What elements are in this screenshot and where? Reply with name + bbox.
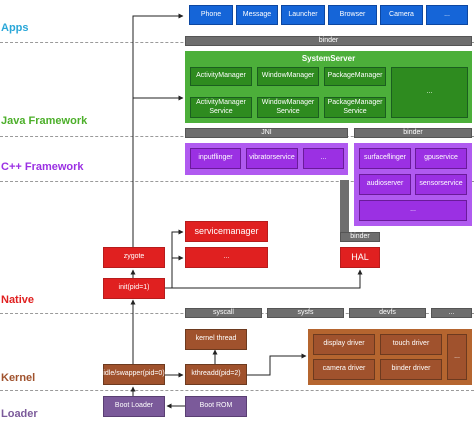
inputflinger: inputflinger bbox=[190, 148, 241, 169]
native-more: ... bbox=[185, 247, 268, 268]
sysfs-bar: sysfs bbox=[267, 308, 344, 318]
audioserver: audioserver bbox=[359, 174, 411, 195]
init: init(pid=1) bbox=[103, 278, 165, 299]
layer-divider bbox=[0, 390, 474, 391]
layer-divider bbox=[0, 181, 474, 182]
app-browser: Browser bbox=[328, 5, 377, 25]
app-message: Message bbox=[236, 5, 278, 25]
app-camera: Camera bbox=[380, 5, 423, 25]
activitymanager-service: ActivityManager Service bbox=[190, 97, 252, 118]
windowmanager-service: WindowManager Service bbox=[257, 97, 319, 118]
layer-label-native: Native bbox=[1, 294, 35, 306]
cpp-left-more: ... bbox=[303, 148, 344, 169]
syscall-bar: syscall bbox=[185, 308, 262, 318]
layer-label-cpp-framework: C++ Framework bbox=[1, 161, 84, 173]
windowmanager: WindowManager bbox=[257, 67, 319, 86]
camera-driver: camera driver bbox=[313, 359, 375, 380]
syscall-more-bar: ... bbox=[431, 308, 472, 318]
servicemanager: servicemanager bbox=[185, 221, 268, 242]
binder-hal-bar: binder bbox=[340, 232, 380, 242]
layer-label-loader: Loader bbox=[1, 408, 38, 420]
gpuservice: gpuservice bbox=[415, 148, 467, 169]
binder-hal-connector bbox=[340, 180, 349, 232]
app-phone: Phone bbox=[189, 5, 233, 25]
app-launcher: Launcher bbox=[281, 5, 325, 25]
idle-swapper: idle/swapper(pid=0) bbox=[103, 364, 165, 385]
boot-loader: Boot Loader bbox=[103, 396, 165, 417]
sensorservice: sensorservice bbox=[415, 174, 467, 195]
touch-driver: touch driver bbox=[380, 334, 442, 355]
kthreadd: kthreadd(pid=2) bbox=[185, 364, 247, 385]
layer-label-kernel: Kernel bbox=[1, 372, 36, 384]
packagemanager: PackageManager bbox=[324, 67, 386, 86]
jni-bar: JNI bbox=[185, 128, 348, 138]
drivers-more: ... bbox=[447, 334, 467, 380]
systemserver-more: ... bbox=[391, 67, 468, 118]
layer-label-apps: Apps bbox=[1, 22, 29, 34]
cpp-right-more: ... bbox=[359, 200, 467, 221]
vibratorservice: vibratorservice bbox=[246, 148, 298, 169]
zygote: zygote bbox=[103, 247, 165, 268]
binder-bar-top: binder bbox=[185, 36, 472, 46]
systemserver-title: SystemServer bbox=[301, 54, 356, 64]
app-more: ... bbox=[426, 5, 468, 25]
display-driver: display driver bbox=[313, 334, 375, 355]
binder-bar-right: binder bbox=[354, 128, 472, 138]
binder-driver: binder driver bbox=[380, 359, 442, 380]
surfaceflinger: surfaceflinger bbox=[359, 148, 411, 169]
kernel-thread: kernel thread bbox=[185, 329, 247, 350]
layer-label-java-framework: Java Framework bbox=[1, 115, 88, 127]
boot-rom: Boot ROM bbox=[185, 396, 247, 417]
devfs-bar: devfs bbox=[349, 308, 426, 318]
packagemanager-service: PackageManager Service bbox=[324, 97, 386, 118]
activitymanager: ActivityManager bbox=[190, 67, 252, 86]
hal: HAL bbox=[340, 247, 380, 268]
